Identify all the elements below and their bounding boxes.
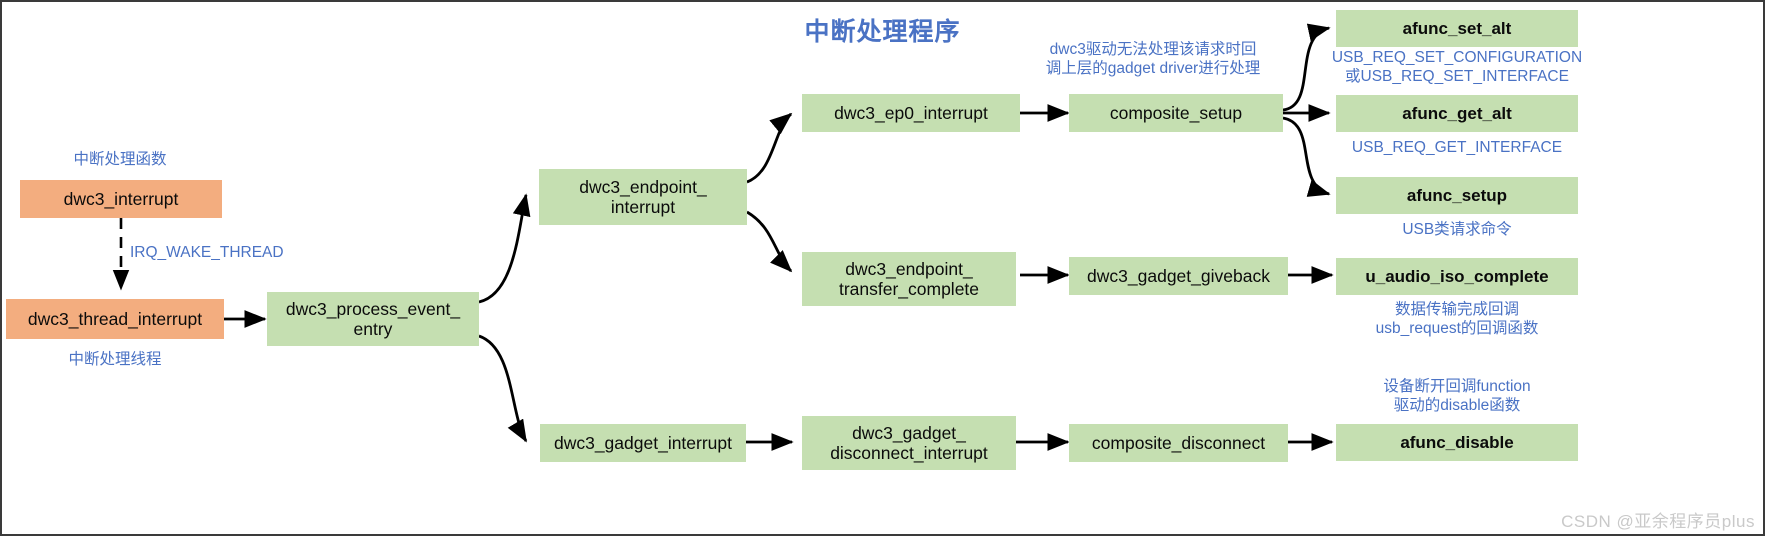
node-dwc3-ep0-interrupt[interactable]: dwc3_ep0_interrupt bbox=[802, 94, 1020, 132]
node-dwc3-thread-interrupt[interactable]: dwc3_thread_interrupt bbox=[6, 299, 224, 339]
node-dwc3-gadget-giveback[interactable]: dwc3_gadget_giveback bbox=[1069, 257, 1288, 295]
page-title-text: 中断处理程序 bbox=[804, 18, 961, 46]
node-dwc3-endpoint-interrupt[interactable]: dwc3_endpoint_ interrupt bbox=[539, 169, 747, 225]
note-irq-handler-function: 中断处理函数 bbox=[73, 151, 167, 168]
node-afunc-disable[interactable]: afunc_disable bbox=[1336, 424, 1578, 461]
arrow-process-to-gadget-interrupt bbox=[478, 334, 528, 443]
note-composite-setup: dwc3驱动无法处理该请求时回 调上层的gadget driver进行处理 bbox=[1045, 41, 1261, 78]
node-dwc3-gadget-interrupt[interactable]: dwc3_gadget_interrupt bbox=[540, 424, 746, 462]
note-get-alt: USB_REQ_GET_INTERFACE bbox=[1351, 139, 1563, 156]
note-irq-thread: 中断处理线程 bbox=[68, 351, 162, 368]
node-composite-setup[interactable]: composite_setup bbox=[1069, 94, 1283, 132]
note-afunc-disable: 设备断开回调function 驱动的disable函数 bbox=[1383, 378, 1531, 415]
note-afunc-setup: USB类请求命令 bbox=[1402, 221, 1512, 238]
note-irq-wake-thread: IRQ_WAKE_THREAD bbox=[130, 244, 284, 261]
node-afunc-set-alt[interactable]: afunc_set_alt bbox=[1336, 10, 1578, 47]
page-title: 中断处理程序 bbox=[2, 12, 1763, 48]
node-dwc3-interrupt[interactable]: dwc3_interrupt bbox=[20, 180, 222, 218]
node-composite-disconnect[interactable]: composite_disconnect bbox=[1069, 424, 1288, 462]
node-dwc3-endpoint-transfer-complete[interactable]: dwc3_endpoint_ transfer_complete bbox=[802, 252, 1016, 306]
node-dwc3-process-event-entry[interactable]: dwc3_process_event_ entry bbox=[267, 292, 479, 346]
note-set-alt: USB_REQ_SET_CONFIGURATION 或USB_REQ_SET_I… bbox=[1331, 49, 1583, 86]
note-iso-complete: 数据传输完成回调 usb_request的回调函数 bbox=[1375, 301, 1539, 338]
csdn-watermark: CSDN @亚余程序员plus bbox=[1561, 512, 1755, 531]
node-dwc3-gadget-disconnect-interrupt[interactable]: dwc3_gadget_ disconnect_interrupt bbox=[802, 416, 1016, 470]
node-afunc-get-alt[interactable]: afunc_get_alt bbox=[1336, 95, 1578, 132]
arrow-endpoint-to-transfer-complete bbox=[746, 210, 793, 273]
node-u-audio-iso-complete[interactable]: u_audio_iso_complete bbox=[1336, 258, 1578, 295]
arrow-endpoint-to-ep0 bbox=[746, 112, 793, 184]
node-afunc-setup[interactable]: afunc_setup bbox=[1336, 177, 1578, 214]
arrow-process-to-endpoint-interrupt bbox=[478, 193, 531, 304]
